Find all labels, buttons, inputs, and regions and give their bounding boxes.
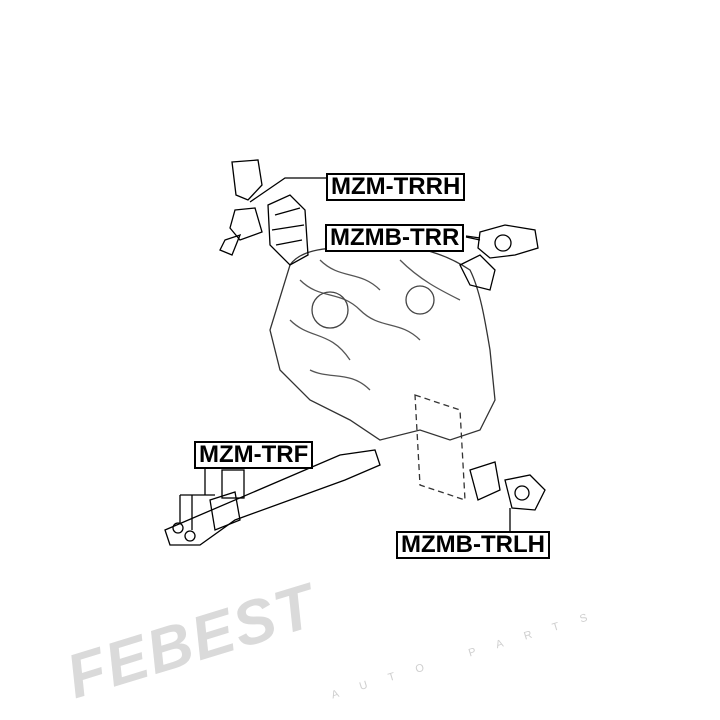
rear-left-bushing-part [469, 461, 546, 531]
front-crossmember-part [164, 449, 381, 546]
part-label-mzmb-trr: MZMB-TRR [325, 224, 465, 252]
part-label-mzm-trf: MZM-TRF [194, 441, 314, 469]
leader-line [465, 235, 481, 239]
part-label-mzmb-trlh: MZMB-TRLH [396, 531, 550, 559]
part-label-mzm-trrh: MZM-TRRH [326, 173, 466, 201]
rear-right-mount-part [219, 159, 326, 266]
rear-right-bushing-part [459, 224, 539, 291]
